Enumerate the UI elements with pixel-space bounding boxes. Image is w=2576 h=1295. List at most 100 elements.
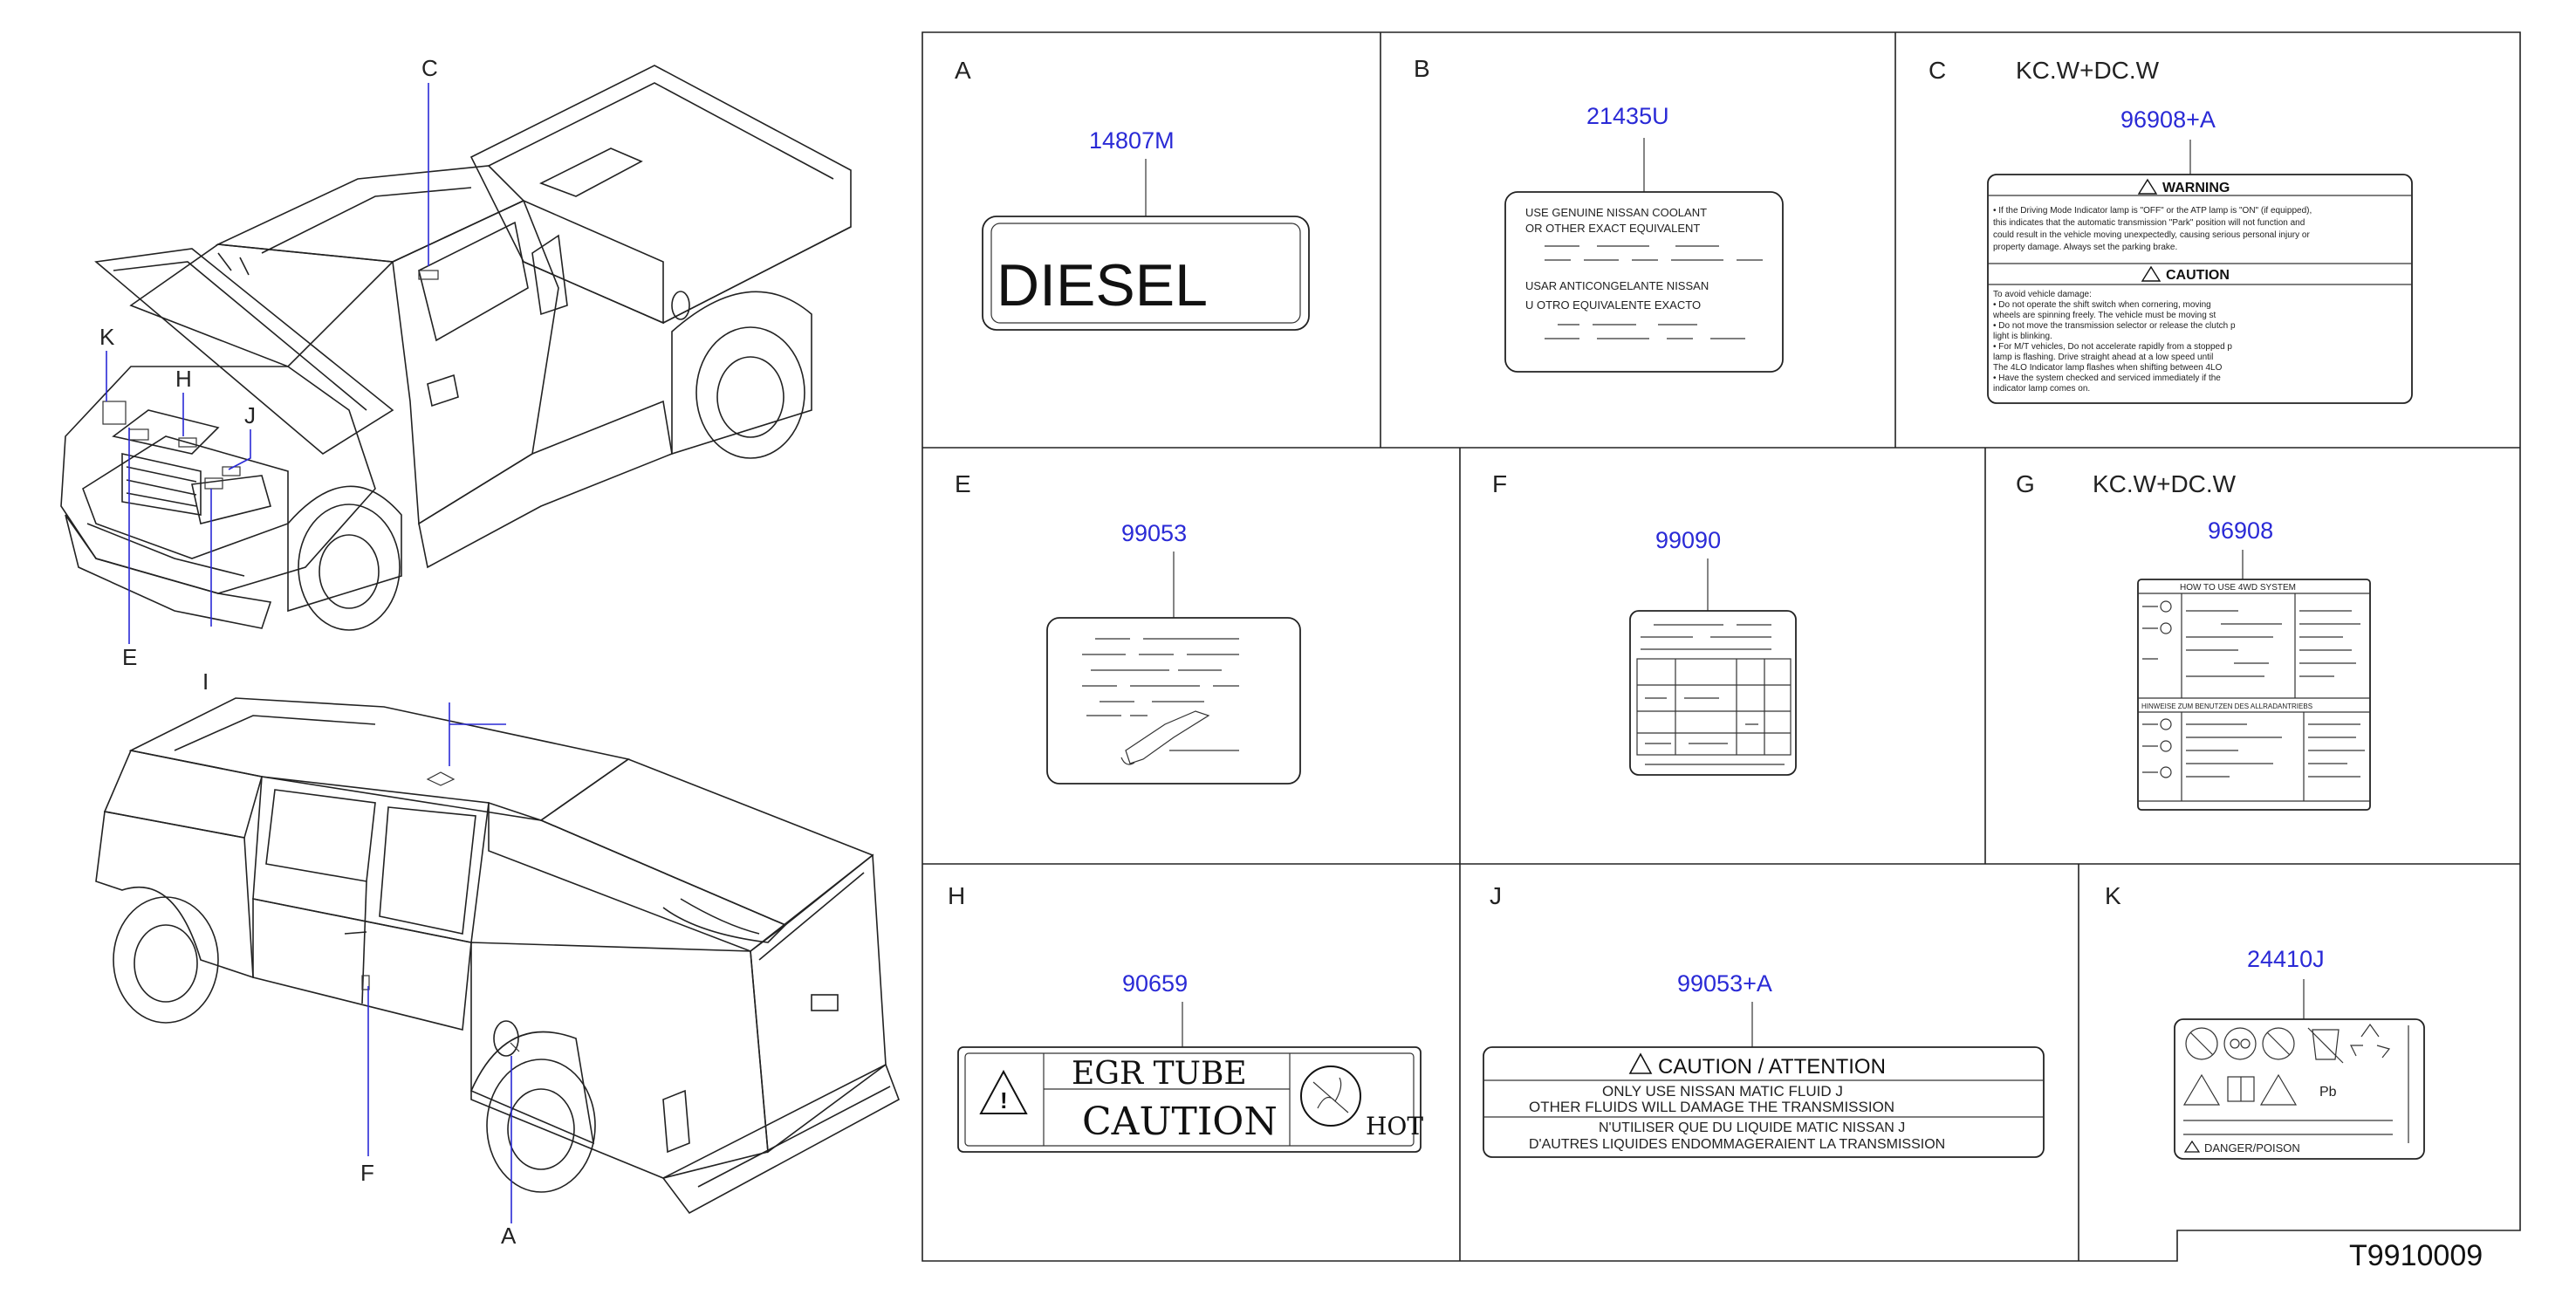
panel-c-variant: KC.W+DC.W	[2016, 57, 2160, 84]
panel-e-part-number: 99053	[1121, 520, 1187, 546]
fluid-label-f	[1629, 610, 1797, 776]
callout-h: H	[175, 366, 192, 392]
panel-h-letter: H	[948, 882, 965, 909]
warning-line-4: property damage. Always set the parking …	[1993, 243, 2177, 252]
panel-k-letter: K	[2105, 882, 2121, 909]
warning-triangle-icon	[2137, 178, 2158, 195]
panel-grid	[921, 31, 2521, 1262]
recycle-icon	[2350, 1023, 2391, 1059]
panel-g-letter: G	[2016, 470, 2035, 497]
k-footer: DANGER/POISON	[2204, 1141, 2300, 1155]
panel-b-letter: B	[1414, 55, 1430, 82]
coolant-line-4: U OTRO EQUIVALENTE EXACTO	[1525, 298, 1701, 312]
g-heading-1: HOW TO USE 4WD SYSTEM	[2180, 583, 2296, 593]
panel-a-part-number: 14807M	[1089, 127, 1175, 154]
warning-heading: WARNING	[2162, 181, 2230, 195]
battery-warning-label	[2174, 1018, 2425, 1160]
caution-line-8: The 4LO Indicator lamp flashes when shif…	[1993, 363, 2223, 373]
panel-e: E 99053	[955, 470, 1301, 785]
caution-triangle-icon	[1628, 1052, 1653, 1074]
caution-line-6: • For M/T vehicles, Do not accelerate ra…	[1993, 342, 2232, 352]
panel-k: K 24410J Pb DANGER/POISON	[2105, 882, 2425, 1160]
4wd-warning-label	[1987, 174, 2413, 404]
callout-f: F	[360, 1160, 374, 1186]
truck-rear-callouts: F A	[360, 702, 517, 1249]
caution-line-4: • Do not move the transmission selector …	[1993, 321, 2236, 331]
g-heading-2: HINWEISE ZUM BENUTZEN DES ALLRADANTRIEBS	[2141, 702, 2312, 710]
callout-e: E	[122, 644, 137, 670]
callout-a: A	[501, 1223, 517, 1249]
coolant-line-2: OR OTHER EXACT EQUIVALENT	[1525, 222, 1700, 235]
warning-line-3: could result in the vehicle moving unexp…	[1993, 230, 2310, 240]
j-title: CAUTION / ATTENTION	[1658, 1055, 1886, 1079]
panel-j-part-number: 99053+A	[1677, 970, 1772, 997]
danger-triangle-icon	[2183, 1140, 2201, 1153]
panel-f-letter: F	[1492, 470, 1507, 497]
panel-a-letter: A	[955, 57, 971, 84]
panel-e-letter: E	[955, 470, 971, 497]
caution-line-2: • Do not operate the shift switch when c…	[1993, 300, 2211, 310]
explosion-icon	[2259, 1073, 2298, 1106]
caution-triangle-icon	[979, 1069, 1028, 1114]
caution-line-7: lamp is flashing. Drive straight ahead a…	[1993, 353, 2213, 362]
caution-heading: CAUTION	[2166, 268, 2230, 283]
fluid-label-e	[1046, 617, 1301, 785]
panel-b: B 21435U USE GENUINE NISSAN COOLANT OR O…	[1414, 55, 1784, 373]
truck-rear-label-markers	[361, 771, 520, 1052]
j-line-4: D'AUTRES LIQUIDES ENDOMMAGERAIENT LA TRA…	[1529, 1137, 1945, 1152]
panel-g: G KC.W+DC.W 96908 HOW TO USE 4WD SYSTEM …	[2016, 470, 2371, 811]
caution-line-5: light is blinking.	[1993, 332, 2052, 341]
panel-c: C KC.W+DC.W 96908+A WARNING • If the Dri…	[1929, 57, 2413, 404]
no-trash-bin-icon	[2312, 1029, 2340, 1060]
panel-g-part-number: 96908	[2208, 517, 2273, 544]
coolant-label	[1504, 191, 1784, 373]
svg-text:!: !	[1000, 1087, 1008, 1113]
j-line-3: N'UTILISER QUE DU LIQUIDE MATIC NISSAN J	[1599, 1120, 1905, 1135]
hot-text: HOT	[1366, 1112, 1423, 1141]
warning-line-2: this indicates that the automatic transm…	[1993, 218, 2305, 228]
callout-c: C	[421, 55, 438, 81]
callout-j: J	[244, 402, 256, 428]
panel-c-part-number: 96908+A	[2120, 106, 2216, 133]
caution-line-10: indicator lamp comes on.	[1993, 384, 2090, 394]
truck-front-view	[60, 65, 852, 631]
caution-triangle-icon	[2141, 265, 2162, 282]
egr-line-2: CAUTION	[1082, 1100, 1278, 1144]
panel-f-part-number: 99090	[1655, 527, 1721, 553]
battery-warning-icons	[2182, 1023, 2391, 1106]
keep-away-children-icon	[2262, 1027, 2295, 1060]
egr-line-1: EGR TUBE	[1072, 1056, 1247, 1092]
caution-line-3: wheels are spinning freely. The vehicle …	[1992, 311, 2216, 320]
j-line-2: OTHER FLUIDS WILL DAMAGE THE TRANSMISSIO…	[1529, 1099, 1894, 1115]
4wd-instruction-label	[2137, 579, 2371, 811]
panel-c-letter: C	[1929, 57, 1946, 84]
eye-protection-icon	[2223, 1027, 2257, 1060]
caution-line-1: To avoid vehicle damage:	[1993, 290, 2092, 299]
panel-j-letter: J	[1490, 882, 1502, 909]
warning-line-1: • If the Driving Mode Indicator lamp is …	[1993, 206, 2312, 216]
diesel-label-text: DIESEL	[997, 252, 1208, 319]
truck-front-label-markers	[102, 270, 439, 490]
coolant-line-3: USAR ANTICONGELANTE NISSAN	[1525, 279, 1709, 292]
hot-surface-icon	[1300, 1065, 1361, 1127]
panel-h-part-number: 90659	[1122, 970, 1188, 997]
diesel-label	[982, 216, 1310, 331]
panel-k-part-number: 24410J	[2247, 946, 2325, 972]
caution-line-9: • Have the system checked and serviced i…	[1993, 373, 2221, 383]
panel-f: F 99090	[1492, 470, 1797, 776]
egr-tube-label	[957, 1046, 1422, 1153]
transmission-fluid-label	[1483, 1046, 2045, 1158]
truck-rear-view	[95, 697, 900, 1215]
pb-text: Pb	[2319, 1085, 2337, 1100]
coolant-line-1: USE GENUINE NISSAN COOLANT	[1525, 206, 1707, 219]
no-flame-icon	[2185, 1027, 2218, 1060]
panel-j: J 99053+A CAUTION / ATTENTION ONLY USE N…	[1483, 882, 2045, 1158]
callout-i: I	[202, 668, 209, 695]
panel-h: H 90659 ! EGR TUBE CAUTION HOT	[948, 882, 1423, 1153]
truck-front-callouts: C K H J E I	[99, 55, 438, 695]
j-line-1: ONLY USE NISSAN MATIC FLUID J	[1602, 1083, 1843, 1100]
corrosive-icon	[2182, 1073, 2221, 1106]
panel-g-variant: KC.W+DC.W	[2093, 470, 2237, 497]
diagram-id: T9910009	[2349, 1239, 2483, 1272]
